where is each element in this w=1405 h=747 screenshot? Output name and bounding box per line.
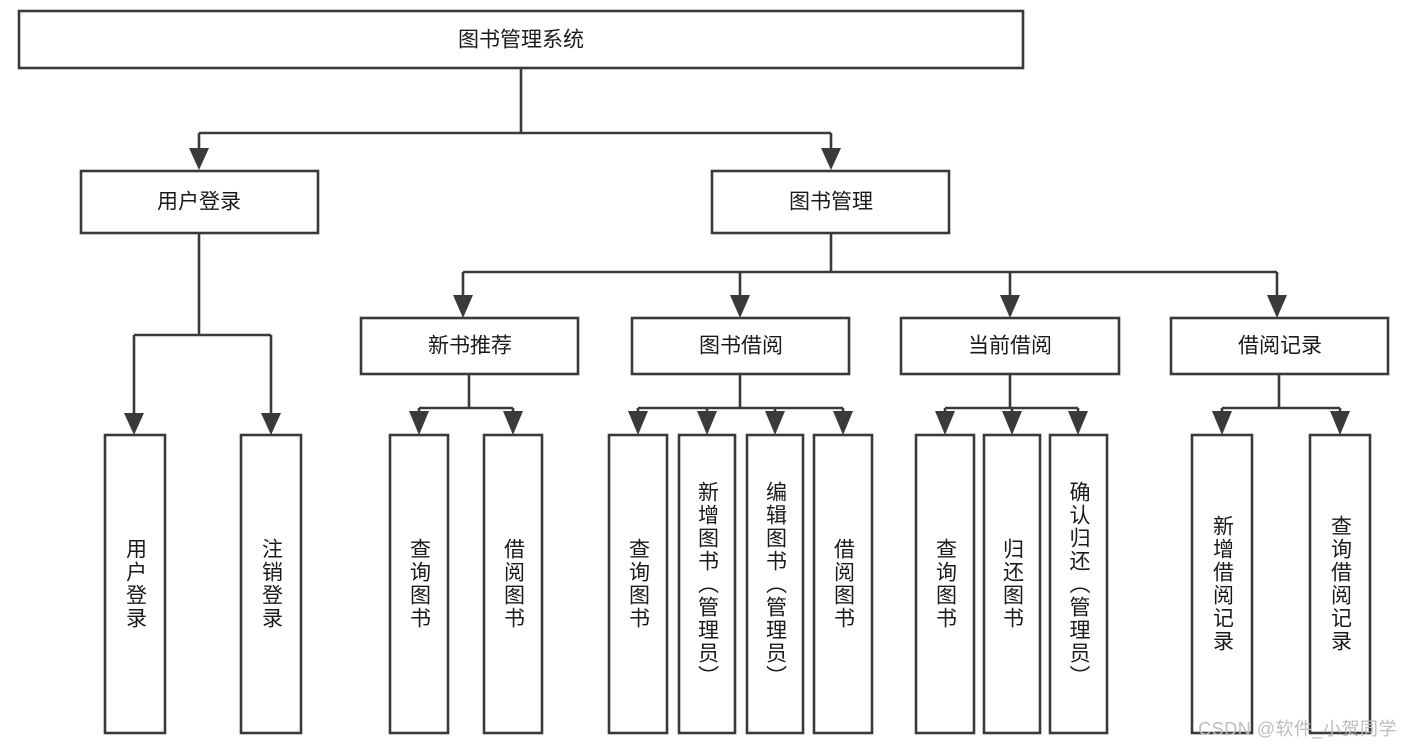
node-box-leaf-return-book[interactable] [982, 433, 1042, 735]
arrow-head-leaf-query-book-2 [628, 411, 648, 435]
arrow-head-leaf-logout [261, 413, 281, 435]
node-box-leaf-confirm-return[interactable] [1048, 433, 1109, 735]
arrow-head-leaf-borrow-book-2 [833, 411, 853, 435]
node-box-root[interactable] [17, 9, 1025, 70]
node-box-book-manage[interactable] [710, 169, 951, 235]
node-box-new-book-rec[interactable] [359, 316, 580, 376]
arrow-head-book-borrow [730, 295, 750, 318]
arrow-head-leaf-query-record [1330, 411, 1350, 435]
node-label-book-borrow: 图书借阅 [699, 335, 783, 358]
node-boxes [17, 9, 1390, 735]
node-box-book-borrow[interactable] [630, 316, 851, 376]
connector-group-current-borrow [935, 374, 1088, 435]
node-box-leaf-logout[interactable] [239, 433, 303, 735]
arrow-head-leaf-query-book-3 [935, 411, 955, 435]
connector-group-book-manage [453, 233, 1287, 318]
connector-group-borrow-record [1212, 374, 1350, 435]
node-box-current-borrow[interactable] [899, 316, 1121, 376]
node-box-leaf-user-login[interactable] [103, 433, 167, 735]
node-label-root: 图书管理系统 [458, 29, 584, 52]
node-box-leaf-query-book-2[interactable] [607, 433, 669, 735]
node-box-user-login[interactable] [79, 169, 320, 235]
connector-group-user-login [124, 233, 281, 435]
arrow-head-current-borrow [1000, 295, 1020, 318]
arrow-head-leaf-confirm-return [1068, 411, 1088, 435]
connector-group-new-book-rec [409, 374, 523, 435]
connector-group-book-borrow [628, 374, 853, 435]
node-label-user-login: 用户登录 [157, 191, 241, 214]
arrow-head-leaf-borrow-book-1 [503, 411, 523, 435]
arrow-head-new-book-rec [453, 295, 473, 318]
node-box-leaf-query-book-1[interactable] [388, 433, 450, 735]
node-box-leaf-edit-book[interactable] [745, 433, 805, 735]
arrow-head-leaf-return-book [1002, 411, 1022, 435]
node-box-leaf-add-record[interactable] [1190, 433, 1254, 735]
node-box-leaf-borrow-book-1[interactable] [482, 433, 544, 735]
connector-group-root [189, 68, 841, 170]
node-label-borrow-record: 借阅记录 [1238, 335, 1322, 358]
arrow-head-borrow-record [1267, 295, 1287, 318]
node-label-current-borrow: 当前借阅 [968, 335, 1052, 358]
node-label-book-manage: 图书管理 [789, 191, 873, 214]
node-box-leaf-query-book-3[interactable] [914, 433, 976, 735]
node-box-leaf-query-record[interactable] [1308, 433, 1372, 735]
arrow-head-leaf-add-record [1212, 411, 1232, 435]
node-box-leaf-borrow-book-2[interactable] [812, 433, 874, 735]
node-box-borrow-record[interactable] [1169, 316, 1390, 376]
csdn-watermark: CSDN @软件_小贺同学 [1198, 719, 1397, 739]
arrow-head-leaf-user-login [124, 413, 144, 435]
node-label-new-book-rec: 新书推荐 [428, 335, 512, 358]
arrow-head-book-manage [821, 148, 841, 170]
arrow-head-leaf-query-book-1 [409, 411, 429, 435]
node-box-leaf-add-book[interactable] [677, 433, 737, 735]
node-labels-horizontal: 图书管理系统 用户登录 图书管理 新书推荐 图书借阅 当前借阅 借阅记录 [157, 29, 1322, 358]
arrow-head-leaf-add-book [697, 411, 717, 435]
arrow-head-user-login [189, 148, 209, 170]
arrow-head-leaf-edit-book [765, 411, 785, 435]
